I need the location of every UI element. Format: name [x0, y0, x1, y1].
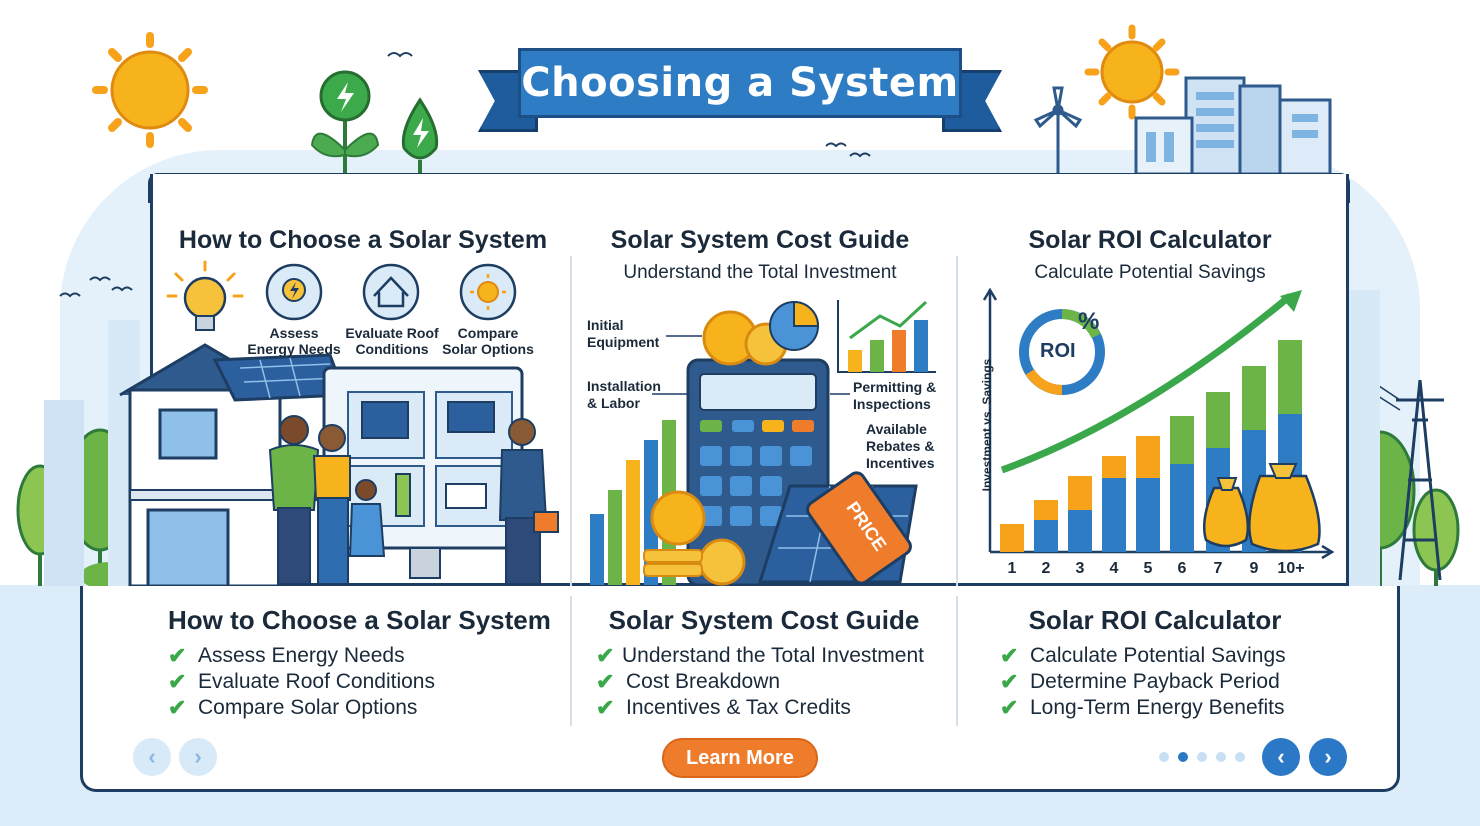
faint-building-right: [1348, 290, 1380, 586]
x-tick: 4: [1109, 560, 1119, 577]
page-title: Choosing a System: [521, 60, 959, 106]
panel-list-roi: ✔ Calculate Potential Savings ✔ Determine …: [1000, 643, 1286, 721]
panel-divider-1: [570, 596, 572, 726]
panel-list-choose: ✔ Assess Energy Needs ✔ Evaluate Roof Cond…: [168, 643, 435, 721]
learn-more-button[interactable]: Learn More: [662, 738, 818, 778]
column-divider-1: [570, 256, 572, 586]
column-title-cost: Solar System Cost Guide: [610, 226, 910, 254]
callout-initial-equipment: Initial Equipment: [587, 317, 660, 350]
list-item-text: Cost Breakdown: [626, 670, 781, 693]
list-item: ✔ Cost Breakdown: [596, 669, 924, 695]
pager-dot[interactable]: [1235, 752, 1245, 762]
panel-list-cost: ✔ Understand the Total Investment ✔ Cost B…: [596, 643, 924, 721]
check-icon: ✔: [1000, 695, 1019, 720]
x-tick: 3: [1075, 560, 1085, 577]
sun-icon-left: [92, 32, 208, 148]
chevron-left-icon: ‹: [148, 744, 156, 769]
check-icon: ✔: [168, 643, 187, 668]
title-banner: Choosing a System: [478, 48, 1002, 136]
chevron-right-icon: ›: [194, 744, 202, 769]
column-subtitle-roi: Calculate Potential Savings: [1034, 262, 1266, 283]
x-tick: 6: [1177, 560, 1187, 577]
check-icon: ✔: [596, 695, 615, 720]
pager-dot[interactable]: [1197, 752, 1207, 762]
roi-percent-label: %: [1078, 308, 1100, 335]
prev-button[interactable]: ‹: [1262, 738, 1300, 776]
chevron-left-icon: ‹: [1277, 744, 1285, 769]
x-tick: 5: [1143, 560, 1153, 577]
column-title-roi: Solar ROI Calculator: [1028, 226, 1272, 254]
column-title-choose: How to Choose a Solar System: [178, 226, 548, 254]
check-icon: ✔: [1000, 643, 1019, 668]
check-icon: ✔: [596, 669, 615, 694]
faint-building-left-2: [108, 320, 140, 586]
roi-y-axis-label: Investment vs. Savings: [980, 358, 994, 492]
check-icon: ✔: [1000, 669, 1019, 694]
x-tick: 10+: [1277, 560, 1305, 577]
check-icon: ✔: [168, 669, 187, 694]
city-buildings: [1134, 76, 1332, 176]
column-divider-2: [956, 256, 958, 586]
x-tick: 2: [1041, 560, 1051, 577]
energy-plant-icon: [310, 70, 439, 175]
next-button-left[interactable]: ›: [179, 738, 217, 776]
next-button[interactable]: ›: [1309, 738, 1347, 776]
panel-title-choose: How to Choose a Solar System: [168, 605, 551, 635]
callout-rebates: Available Rebates & Incentives: [866, 421, 935, 471]
x-tick: 1: [1007, 560, 1017, 577]
x-tick: 9: [1249, 560, 1259, 577]
list-item-text: Understand the Total Investment: [622, 644, 924, 667]
list-item-text: Assess Energy Needs: [198, 644, 405, 667]
banner-body: Choosing a System: [518, 48, 962, 118]
list-item: ✔ Compare Solar Options: [168, 695, 435, 721]
list-item-text: Calculate Potential Savings: [1030, 644, 1286, 667]
step-assess-label: Assess Energy Needs: [247, 325, 341, 357]
list-item: ✔ Calculate Potential Savings: [1000, 643, 1286, 669]
prev-button-left[interactable]: ‹: [133, 738, 171, 776]
wind-turbine-icon: [1033, 86, 1083, 174]
list-item: ✔ Understand the Total Investment: [596, 643, 924, 669]
list-item: ✔ Incentives & Tax Credits: [596, 695, 924, 721]
pager-dot-active[interactable]: [1178, 752, 1188, 762]
list-item-text: Compare Solar Options: [198, 696, 418, 719]
callout-installation: Installation & Labor: [587, 378, 661, 411]
chevron-right-icon: ›: [1324, 744, 1332, 769]
list-item-text: Incentives & Tax Credits: [626, 696, 851, 719]
callout-permitting: Permitting & Inspections: [853, 379, 937, 412]
list-item: ✔ Long-Term Energy Benefits: [1000, 695, 1286, 721]
step-evaluate-label: Evaluate Roof Conditions: [345, 325, 439, 357]
pager-dot[interactable]: [1159, 752, 1169, 762]
list-item-text: Evaluate Roof Conditions: [198, 670, 435, 693]
step-compare-label: Compare Solar Options: [442, 325, 534, 357]
faint-building-left: [44, 400, 84, 586]
sun-icon-right: [1084, 24, 1180, 120]
birds-decor: [59, 52, 871, 298]
check-icon: ✔: [596, 643, 615, 668]
list-item-text: Determine Payback Period: [1030, 670, 1280, 693]
list-item: ✔ Evaluate Roof Conditions: [168, 669, 435, 695]
pager-dot[interactable]: [1216, 752, 1226, 762]
list-item: ✔ Assess Energy Needs: [168, 643, 435, 669]
column-subtitle-cost: Understand the Total Investment: [623, 262, 897, 283]
roi-badge-label: ROI: [1040, 340, 1076, 362]
list-item: ✔ Determine Payback Period: [1000, 669, 1286, 695]
check-icon: ✔: [168, 695, 187, 720]
panel-divider-2: [956, 596, 958, 726]
panel-title-cost: Solar System Cost Guide: [608, 605, 920, 635]
panel-title-roi: Solar ROI Calculator: [1028, 605, 1282, 635]
list-item-text: Long-Term Energy Benefits: [1030, 696, 1285, 719]
x-tick: 7: [1213, 560, 1223, 577]
